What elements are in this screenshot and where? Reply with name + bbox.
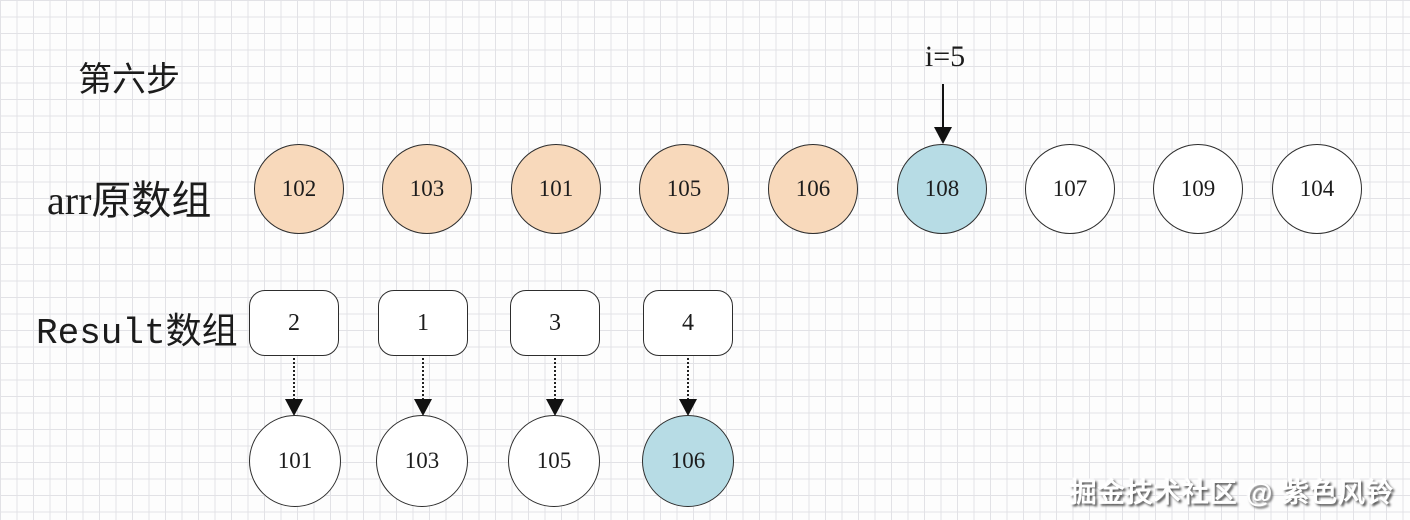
result-box-3-value: 4 <box>682 309 694 336</box>
arr-node-6: 107 <box>1025 144 1115 234</box>
arr-row-label: arr原数组 <box>47 178 212 223</box>
arr-node-0: 102 <box>254 144 344 234</box>
arr-node-7: 109 <box>1153 144 1243 234</box>
result-box-1-value: 1 <box>417 309 429 336</box>
target-node-0-value: 101 <box>277 448 313 473</box>
index-pointer-arrowhead-icon <box>934 127 952 144</box>
arr-node-2: 101 <box>511 144 601 234</box>
result-box-0-value: 2 <box>288 309 300 336</box>
mapping-arrow-line-1 <box>422 358 424 400</box>
arr-node-3-value: 105 <box>666 176 702 201</box>
arr-node-7-value: 109 <box>1180 176 1216 201</box>
result-row-label: Result数组 <box>36 313 238 354</box>
result-box-1: 1 <box>378 290 468 356</box>
target-node-1: 103 <box>376 415 468 507</box>
target-node-3: 106 <box>642 415 734 507</box>
result-box-2: 3 <box>510 290 600 356</box>
arr-node-5: 108 <box>897 144 987 234</box>
arr-node-1-value: 103 <box>409 176 445 201</box>
mapping-arrowhead-icon-0 <box>285 399 303 416</box>
arr-node-8: 104 <box>1272 144 1362 234</box>
step-title: 第六步 <box>78 62 180 99</box>
target-node-3-value: 106 <box>670 448 706 473</box>
arr-node-4: 106 <box>768 144 858 234</box>
mapping-arrow-line-3 <box>687 358 689 400</box>
index-pointer-arrow-line <box>942 84 944 128</box>
mapping-arrowhead-icon-3 <box>679 399 697 416</box>
result-box-0: 2 <box>249 290 339 356</box>
arr-node-1: 103 <box>382 144 472 234</box>
mapping-arrow-line-2 <box>554 358 556 400</box>
target-node-2: 105 <box>508 415 600 507</box>
target-node-2-value: 105 <box>536 448 572 473</box>
result-box-3: 4 <box>643 290 733 356</box>
watermark: 掘金技术社区 @ 紫色风铃 <box>1069 478 1394 508</box>
index-pointer-label: i=5 <box>924 40 966 73</box>
arr-node-6-value: 107 <box>1052 176 1088 201</box>
target-node-0: 101 <box>249 415 341 507</box>
arr-node-8-value: 104 <box>1299 176 1335 201</box>
arr-node-4-value: 106 <box>795 176 831 201</box>
mapping-arrow-line-0 <box>293 358 295 400</box>
arr-node-0-value: 102 <box>281 176 317 201</box>
mapping-arrowhead-icon-2 <box>546 399 564 416</box>
result-box-2-value: 3 <box>549 309 561 336</box>
arr-node-3: 105 <box>639 144 729 234</box>
arr-node-5-value: 108 <box>924 176 960 201</box>
arr-node-2-value: 101 <box>538 176 574 201</box>
target-node-1-value: 103 <box>404 448 440 473</box>
mapping-arrowhead-icon-1 <box>414 399 432 416</box>
